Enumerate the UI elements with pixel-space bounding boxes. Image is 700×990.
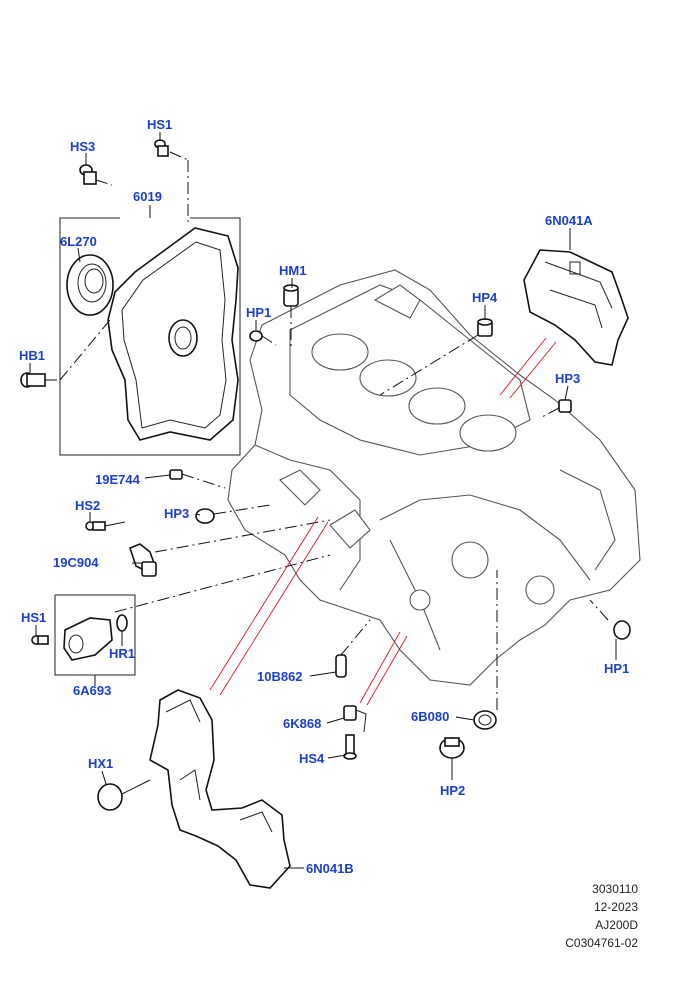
plug-hp2 [439, 737, 465, 759]
callout-hp3-left: HP3 [164, 506, 190, 521]
sensor-6k868 [343, 705, 367, 733]
callout-hs1-top: HS1 [147, 117, 173, 132]
callout-6019: 6019 [133, 189, 162, 204]
heat-shield-6n041b [149, 689, 291, 889]
bolt-hb1 [20, 319, 111, 388]
callout-hb1: HB1 [19, 348, 46, 363]
callout-hs3: HS3 [70, 139, 96, 154]
clip-hx1 [97, 779, 151, 811]
front-cover-group-box [59, 217, 241, 456]
sensor-19c904 [129, 519, 331, 577]
callout-hm1: HM1 [279, 263, 307, 278]
callout-10b862: 10B862 [257, 669, 303, 684]
callout-6b080: 6B080 [411, 709, 450, 724]
bolt-hs4 [343, 734, 357, 760]
plug-hp1-right [589, 599, 631, 640]
callout-6n041b: 6N041B [306, 861, 354, 876]
callout-hp1-right: HP1 [604, 661, 630, 676]
thermostat-group-box [54, 594, 136, 676]
callout-hs4: HS4 [299, 751, 325, 766]
callout-6a693: 6A693 [73, 683, 112, 698]
callout-6k868: 6K868 [283, 716, 322, 731]
plug-hp3-left [195, 504, 271, 524]
callout-hs1-left: HS1 [21, 610, 47, 625]
callout-hs2: HS2 [75, 498, 101, 513]
bolt-hs2 [85, 521, 126, 531]
bolt-hs3 [79, 164, 113, 186]
sensor-19e744 [169, 469, 226, 489]
callout-hp2: HP2 [440, 783, 466, 798]
front-cover-6019 [107, 227, 239, 441]
plug-hp1-top [249, 330, 277, 346]
sensor-10b862 [335, 619, 371, 678]
callout-hx1: HX1 [88, 756, 114, 771]
drawing-reference-block: 3030110 12-2023 AJ200D C0304761-02 [565, 880, 638, 952]
callout-19c904: 19C904 [53, 555, 99, 570]
callout-hp3-right: HP3 [555, 371, 581, 386]
leader-lines [29, 132, 617, 869]
reference-engine-code: AJ200D [595, 918, 638, 932]
bolt-hs1-top [154, 139, 189, 225]
callout-hp4: HP4 [472, 290, 498, 305]
thermostat-housing-6a693 [63, 617, 113, 661]
plug-hp4 [379, 318, 493, 396]
callout-hr1: HR1 [109, 646, 136, 661]
callout-hp1-top: HP1 [246, 305, 272, 320]
heat-shield-6n041a [523, 249, 629, 366]
dowel-hm1 [283, 284, 299, 350]
engine-block [227, 269, 641, 686]
callout-6n041a: 6N041A [545, 213, 593, 228]
reference-drawing-id: C0304761-02 [565, 936, 638, 950]
seal-hr1 [116, 614, 128, 632]
callout-19e744: 19E744 [95, 472, 140, 487]
callout-6l270: 6L270 [60, 234, 97, 249]
bolt-hs1-left [31, 635, 49, 645]
reference-date: 12-2023 [593, 900, 638, 914]
reference-number: 3030110 [592, 882, 638, 896]
seal-6l270 [66, 254, 114, 316]
